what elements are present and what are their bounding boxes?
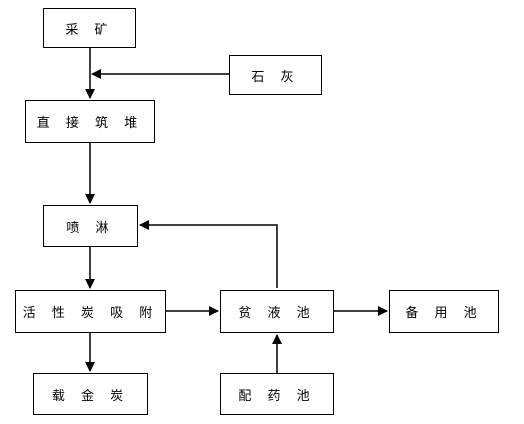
node-lime: 石 灰: [229, 55, 322, 95]
node-barren-pond: 贫 液 池: [220, 290, 334, 333]
node-direct-heap: 直 接 筑 堆: [25, 100, 155, 143]
node-spray: 喷 淋: [43, 205, 138, 247]
node-mining: 采 矿: [43, 8, 136, 48]
node-carbon-adsorption: 活 性 炭 吸 附: [15, 290, 166, 333]
node-reserve-pond: 备 用 池: [389, 290, 499, 333]
node-loaded-carbon: 载 金 炭: [33, 373, 148, 415]
arrow-barren-to-spray: [139, 220, 278, 288]
node-reagent-pond: 配 药 池: [220, 373, 334, 415]
